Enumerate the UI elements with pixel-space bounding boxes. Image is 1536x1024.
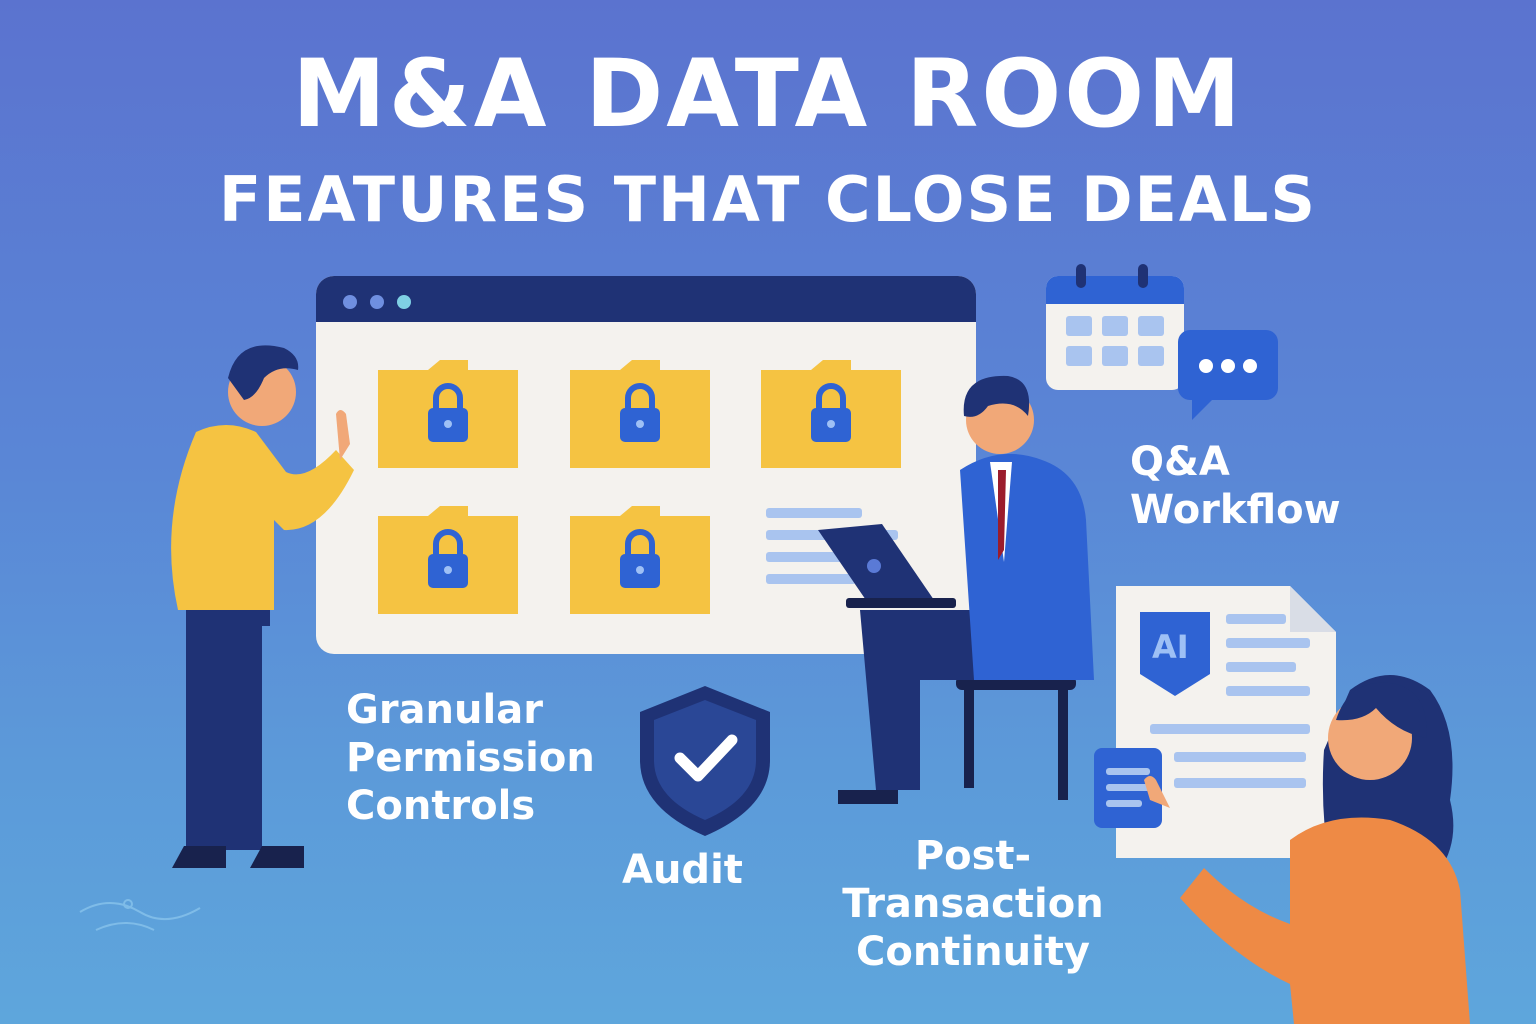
feature-post-transaction-label: Post- Transaction Continuity bbox=[842, 833, 1104, 975]
calendar-icon bbox=[1046, 264, 1184, 390]
lock-icon bbox=[811, 383, 851, 442]
lock-icon bbox=[428, 529, 468, 588]
ai-badge: AI bbox=[1152, 628, 1189, 666]
feature-granular-permission-label: Granular Permission Controls bbox=[346, 687, 595, 829]
shield-check-icon bbox=[640, 686, 770, 836]
decorative-mark bbox=[79, 899, 201, 931]
feature-audit-label: Audit bbox=[622, 847, 743, 893]
folder-3 bbox=[761, 360, 901, 468]
feature-qa-workflow-label: Q&A Workflow bbox=[1130, 439, 1341, 533]
lock-icon bbox=[620, 529, 660, 588]
document-icon bbox=[1094, 586, 1336, 858]
man-yellow-shirt bbox=[171, 345, 354, 868]
man-with-laptop bbox=[818, 375, 1094, 804]
page-title: M&A DATA ROOM bbox=[292, 40, 1244, 149]
folder-4 bbox=[378, 506, 518, 614]
folder-1 bbox=[378, 360, 518, 468]
folder-2 bbox=[570, 360, 710, 468]
folder-5 bbox=[570, 506, 710, 614]
laptop-icon bbox=[818, 524, 956, 608]
woman-orange-shirt bbox=[1144, 675, 1470, 1024]
lock-icon bbox=[620, 383, 660, 442]
chat-bubble-icon bbox=[1178, 330, 1278, 420]
page-subtitle: FEATURES THAT CLOSE DEALS bbox=[218, 163, 1318, 236]
lock-icon bbox=[428, 383, 468, 442]
